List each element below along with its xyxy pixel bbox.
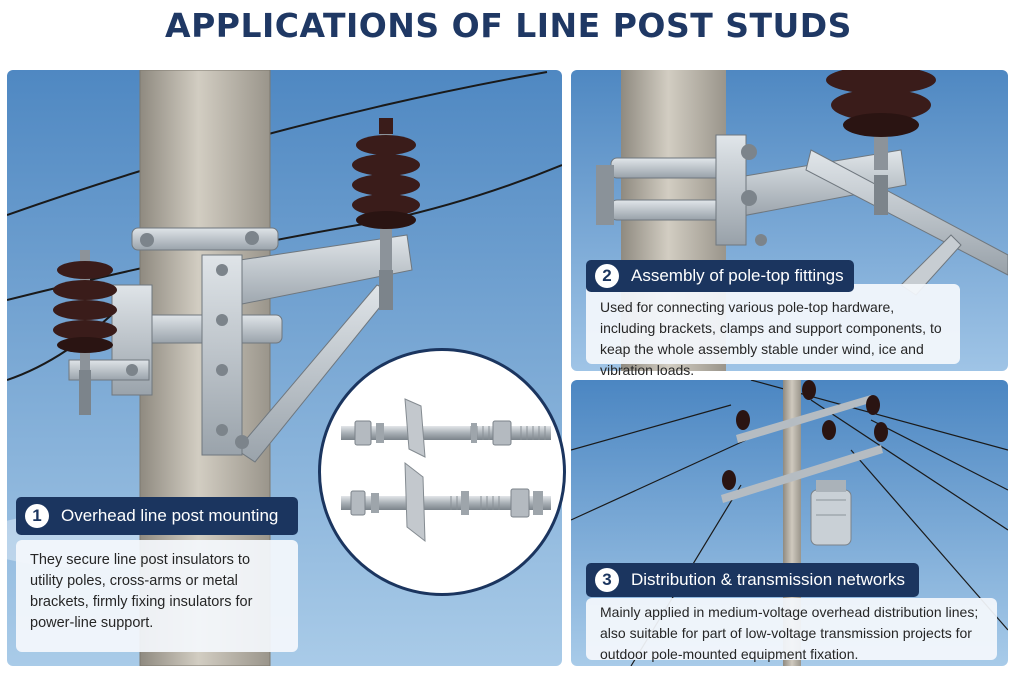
line-post-studs-inset <box>318 348 566 596</box>
heading-label: Overhead line post mounting <box>61 506 279 525</box>
description-overhead-mounting: They secure line post insulators to util… <box>16 540 298 652</box>
number-badge: 1 <box>25 504 49 528</box>
heading-pole-top-fittings: 2 Assembly of pole-top fittings <box>586 260 854 292</box>
description-distribution-networks: Mainly applied in medium-voltage overhea… <box>586 598 997 662</box>
number-badge: 3 <box>595 568 619 592</box>
number-badge: 2 <box>595 264 619 288</box>
page-title: APPLICATIONS OF LINE POST STUDS <box>165 6 852 45</box>
insulator-right <box>352 118 420 310</box>
description-pole-top-fittings: Used for connecting various pole-top har… <box>586 284 960 378</box>
stud-products-illustration <box>341 398 551 543</box>
heading-distribution-networks: 3 Distribution & transmission networks <box>586 563 919 597</box>
heading-overhead-mounting: 1 Overhead line post mounting <box>16 497 298 535</box>
heading-label: Assembly of pole-top fittings <box>631 266 844 285</box>
heading-label: Distribution & transmission networks <box>631 570 905 589</box>
insulator-left <box>53 250 117 415</box>
